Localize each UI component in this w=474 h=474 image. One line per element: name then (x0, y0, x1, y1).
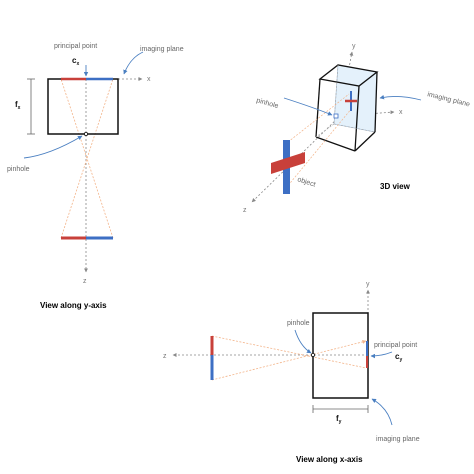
x-view-camera-box (312, 312, 369, 399)
x-view-axis-z-label: z (163, 353, 167, 360)
3d-pinhole-label: pinhole (255, 97, 279, 110)
x-view-imaging-plane-label: imaging plane (376, 436, 420, 443)
3d-axis-z-label: z (243, 207, 247, 214)
principal-point-label: principal point (54, 43, 97, 50)
y-view-pinhole-dot (84, 131, 89, 136)
view-along-y-axis: principal point cx imaging plane x fx pi… (7, 43, 184, 310)
x-view-pinhole-label: pinhole (287, 320, 310, 327)
x-view-imaging-plane-arrow (371, 398, 393, 426)
x-view-pinhole-arrow (294, 329, 312, 354)
imaging-plane-label: imaging plane (140, 46, 184, 53)
cy-label: cy (395, 352, 402, 363)
x-view-principal-point-label: principal point (374, 342, 417, 349)
3d-object-label: object (296, 176, 316, 188)
3d-pinhole-arrow (283, 97, 333, 116)
3d-camera-box (315, 64, 379, 152)
3d-caption: 3D view (380, 182, 411, 191)
3d-ray (287, 93, 350, 143)
cx-label: cx (72, 56, 79, 67)
x-view-principal-point-arrow (370, 351, 393, 359)
fy-label: fy (336, 414, 342, 425)
x-view-caption: View along x-axis (296, 455, 363, 464)
imaging-plane-arrow (123, 51, 144, 75)
3d-object-red (271, 152, 305, 174)
view-3d: y x z pinhole imaging plane object 3D vi… (243, 43, 471, 214)
fy-dimension (312, 405, 369, 413)
3d-ray (285, 107, 353, 189)
x-view-pinhole-dot (310, 352, 315, 357)
x-view-ray (211, 335, 367, 369)
3d-pinhole (333, 113, 339, 119)
3d-imaging-plane-arrow (379, 94, 422, 101)
y-view-axis-z-label: z (83, 278, 87, 285)
view-along-x-axis: y z pinhole principal point cy fy imagin… (163, 281, 420, 464)
pinhole-arrow (23, 135, 83, 159)
3d-axis-x-label: x (399, 109, 403, 116)
y-view-caption: View along y-axis (40, 301, 107, 310)
3d-imaging-plane-label: imaging plane (427, 91, 471, 108)
y-view-axis-x-label: x (147, 76, 151, 83)
x-view-axis-y-label: y (366, 281, 370, 288)
3d-axis-y-label: y (352, 43, 356, 50)
pinhole-label: pinhole (7, 166, 30, 173)
x-view-ray (211, 339, 367, 381)
y-view-camera-box (47, 78, 119, 135)
fx-label: fx (15, 100, 21, 111)
fx-dimension (27, 78, 35, 135)
